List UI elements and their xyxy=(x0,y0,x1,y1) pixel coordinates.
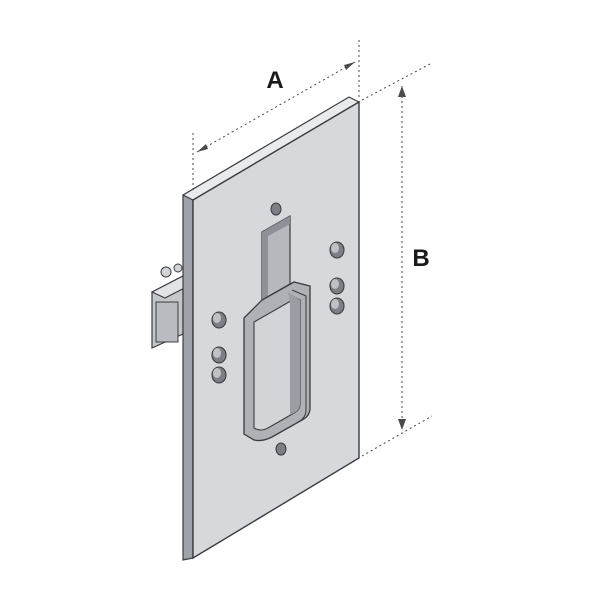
keyhole-slot xyxy=(243,214,311,442)
dimension-label-a: A xyxy=(266,67,283,94)
dimension-line-a xyxy=(196,61,356,153)
center-holes xyxy=(270,202,287,456)
right-holes xyxy=(329,241,345,315)
plate-side-edge xyxy=(182,189,194,561)
dimension-label-b: B xyxy=(412,245,429,272)
hole-bottom-center xyxy=(275,442,287,456)
extension-line-b-bottom xyxy=(361,415,433,457)
dimension-b: B xyxy=(361,63,433,457)
dimension-a: A xyxy=(192,38,360,190)
extension-line-b-top xyxy=(361,63,431,101)
left-holes xyxy=(211,311,227,384)
hole-top-center xyxy=(270,202,282,216)
